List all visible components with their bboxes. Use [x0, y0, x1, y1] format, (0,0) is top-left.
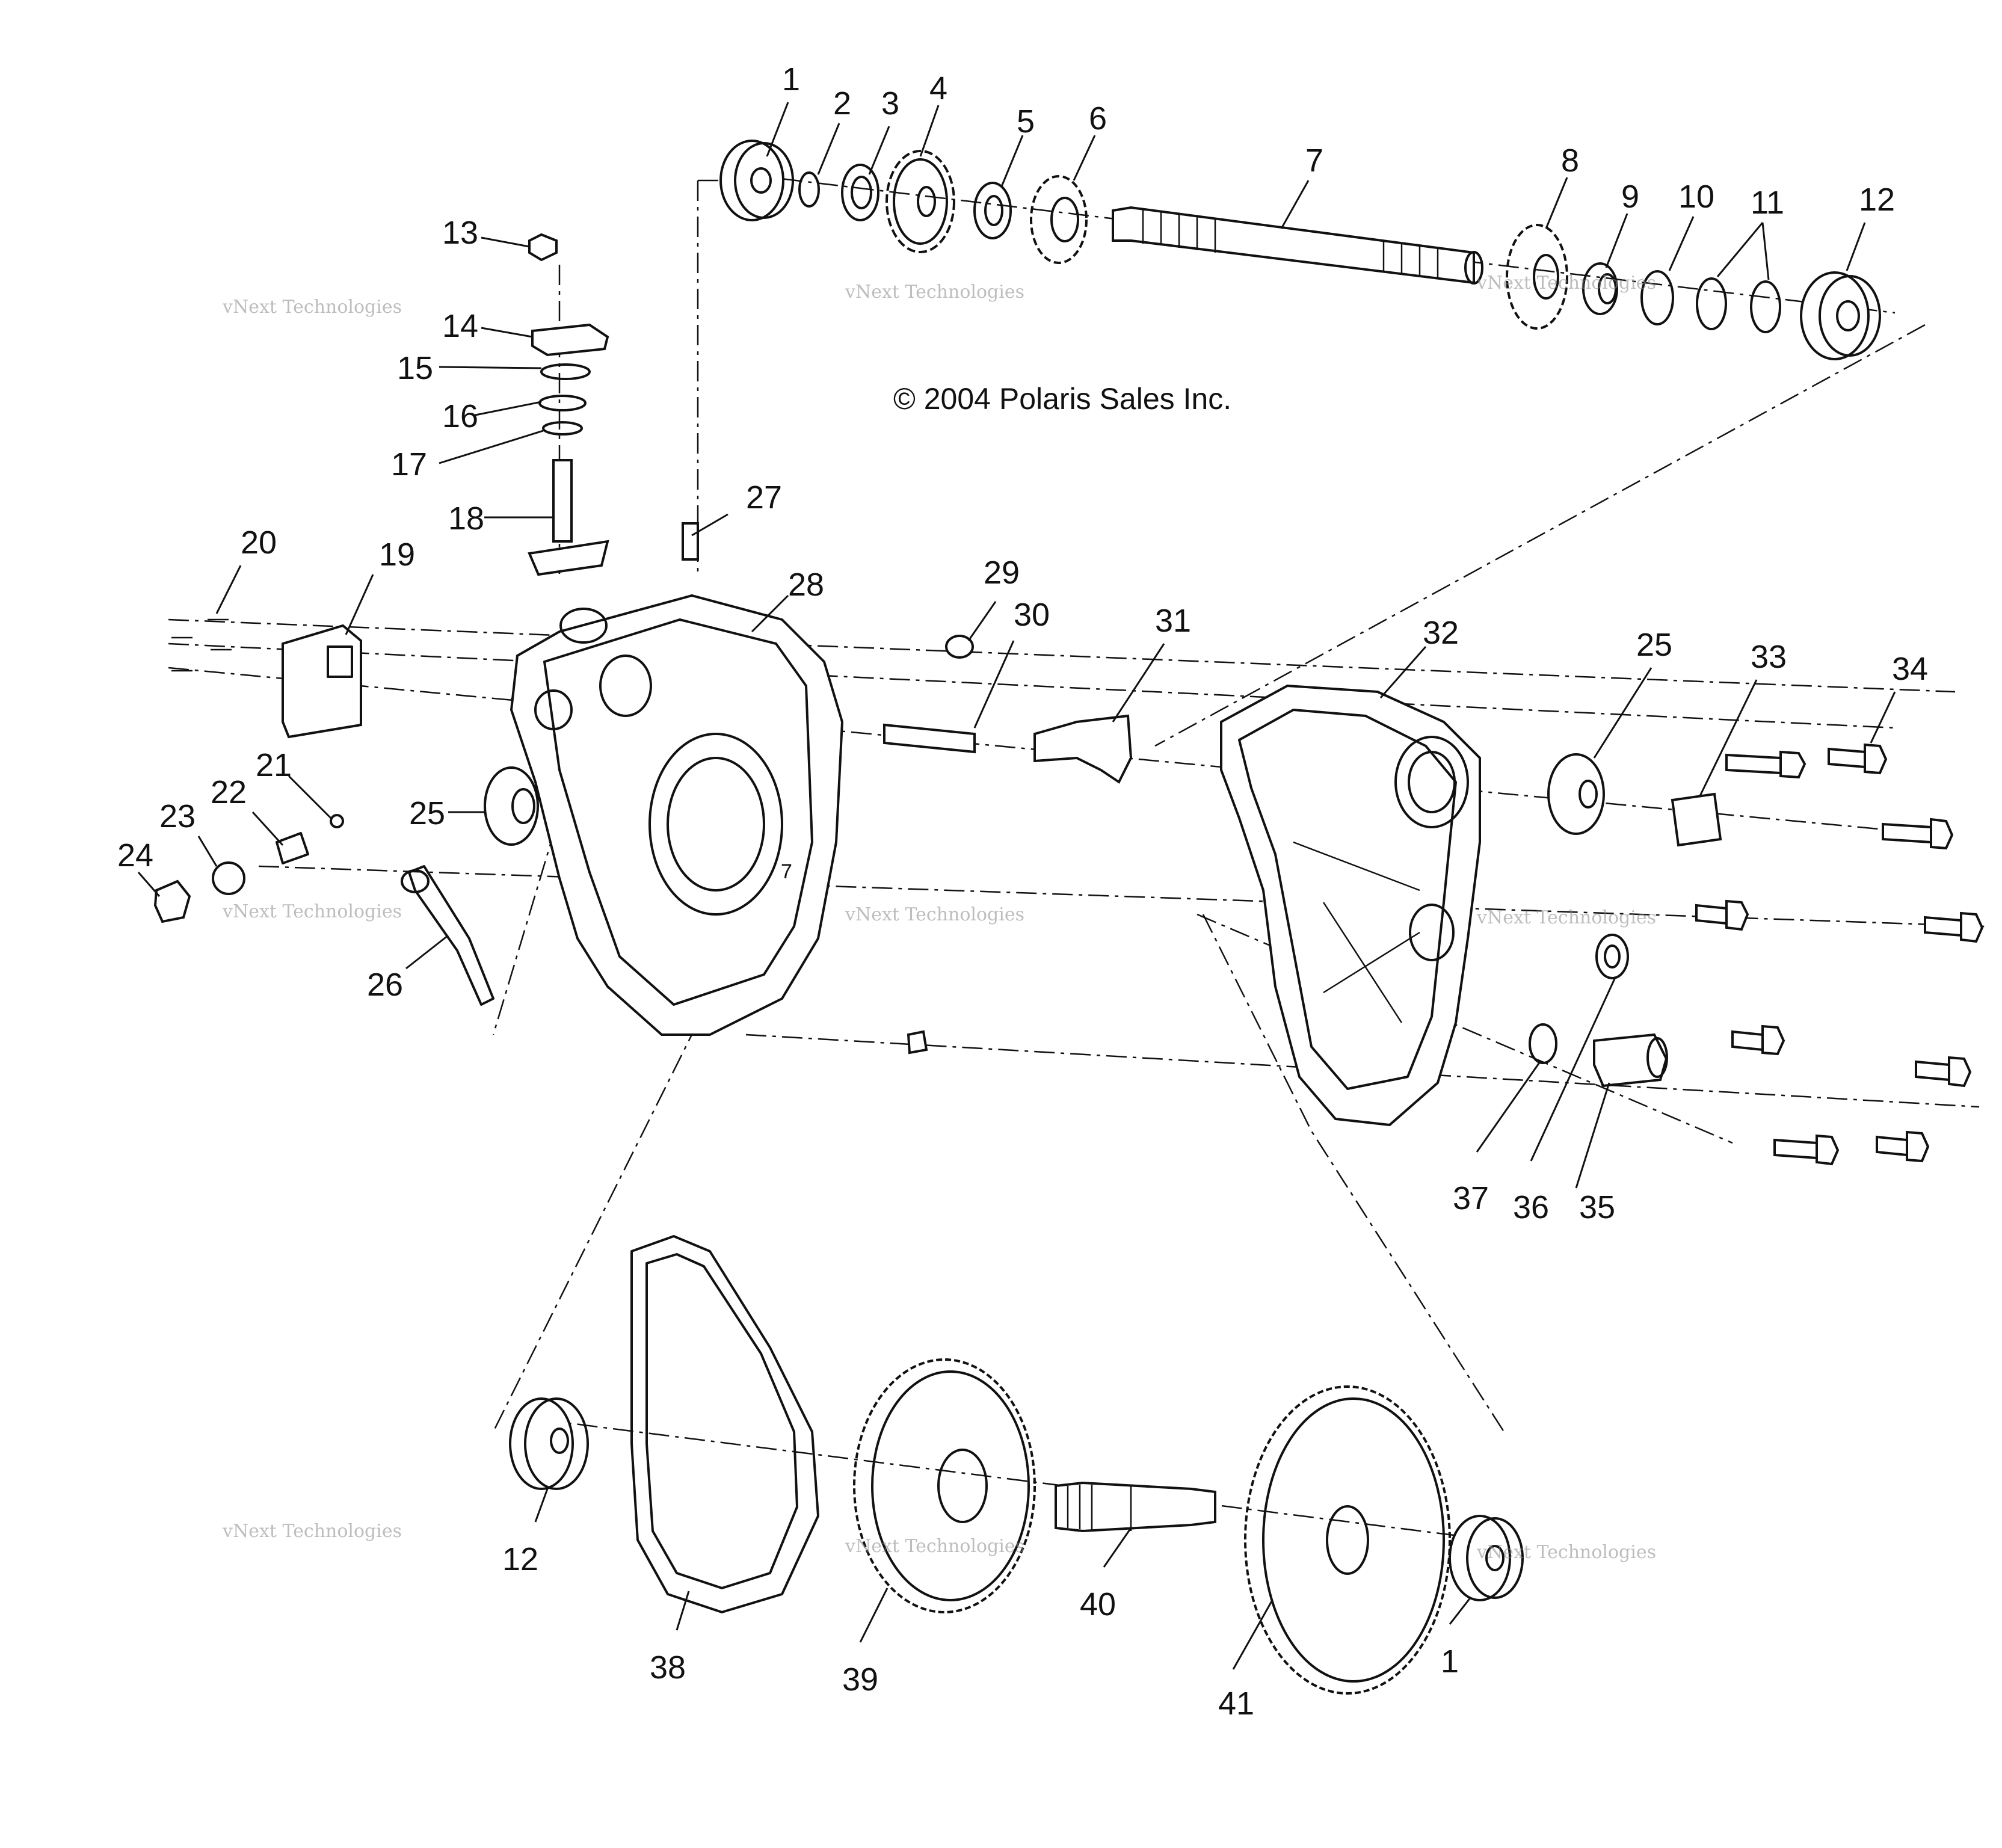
callout-30: 30 — [1014, 597, 1050, 633]
callout-5: 5 — [1017, 103, 1035, 140]
callout-18: 18 — [448, 500, 484, 537]
watermark: vNext Technologies — [845, 282, 1024, 303]
callout-26: 26 — [367, 967, 403, 1003]
callout-3: 3 — [881, 85, 899, 122]
watermark: vNext Technologies — [1476, 273, 1656, 294]
callout-38: 38 — [650, 1649, 686, 1686]
callout-21: 21 — [256, 747, 292, 783]
right-crankcase-half — [1220, 684, 1481, 1127]
watermark-text: vNext Technologies — [222, 297, 402, 318]
callout-14: 14 — [442, 308, 478, 344]
watermark-text: vNext Technologies — [845, 1536, 1024, 1557]
watermark: vNext Technologies — [222, 297, 402, 318]
copyright-notice: © 2004 Polaris Sales Inc. — [893, 382, 1231, 416]
watermark: vNext Technologies — [845, 1536, 1024, 1557]
callout-40: 40 — [1080, 1586, 1116, 1622]
callout-20: 20 — [241, 525, 277, 561]
callout-41: 41 — [1218, 1686, 1254, 1722]
callout-12b: 12 — [502, 1541, 538, 1577]
right-small-parts — [1529, 753, 1722, 1088]
callout-34: 34 — [1892, 651, 1928, 687]
callout-8: 8 — [1561, 143, 1579, 179]
callout-4: 4 — [929, 70, 947, 106]
callout-25a: 25 — [409, 795, 445, 831]
watermark: vNext Technologies — [845, 904, 1024, 925]
watermark-text: vNext Technologies — [222, 901, 402, 922]
watermark: vNext Technologies — [1476, 907, 1656, 928]
callout-7b: 7 — [781, 860, 792, 883]
callout-17: 17 — [391, 446, 427, 482]
callout-10: 10 — [1678, 179, 1714, 215]
shift-shaft-stack — [528, 233, 609, 576]
callout-39: 39 — [842, 1662, 878, 1698]
callout-1: 1 — [782, 61, 800, 97]
callout-28: 28 — [788, 567, 824, 603]
left-crankcase-half — [510, 594, 844, 1036]
watermark-text: vNext Technologies — [1476, 273, 1656, 294]
callout-labels: 1 2 3 4 5 6 7 8 9 10 11 12 13 14 15 16 1… — [117, 61, 1928, 1722]
watermark-text: vNext Technologies — [1476, 907, 1656, 928]
callout-35: 35 — [1579, 1189, 1615, 1225]
watermark-text: vNext Technologies — [222, 1521, 402, 1542]
callout-6: 6 — [1089, 100, 1107, 137]
callout-24: 24 — [117, 837, 153, 873]
callout-33: 33 — [1751, 639, 1787, 675]
bottom-drive-assembly — [509, 1235, 1524, 1695]
callout-25b: 25 — [1636, 627, 1672, 663]
callout-31: 31 — [1155, 603, 1191, 639]
top-shaft-assembly — [719, 140, 1881, 360]
callout-37: 37 — [1453, 1180, 1489, 1216]
callout-7: 7 — [1305, 143, 1323, 179]
callout-15: 15 — [397, 350, 433, 386]
callout-1b: 1 — [1441, 1643, 1459, 1680]
callout-32: 32 — [1423, 615, 1459, 651]
callout-23: 23 — [159, 798, 196, 834]
watermark-text: vNext Technologies — [1476, 1542, 1656, 1563]
watermark-text: vNext Technologies — [845, 282, 1024, 303]
leader-lines — [137, 102, 1896, 1670]
assembly-axis-lines — [168, 173, 1986, 1541]
callout-29: 29 — [984, 555, 1020, 591]
watermark: vNext Technologies — [1476, 1542, 1656, 1563]
callout-27: 27 — [746, 479, 782, 516]
callout-11: 11 — [1751, 185, 1784, 221]
watermark: vNext Technologies — [222, 901, 402, 922]
left-small-parts — [153, 522, 699, 1006]
watermark-text: vNext Technologies — [845, 904, 1024, 925]
bolts — [1695, 743, 1984, 1166]
callout-16: 16 — [442, 398, 478, 434]
mid-parts — [883, 635, 1133, 1055]
callout-22: 22 — [211, 774, 247, 810]
callout-19: 19 — [379, 537, 415, 573]
callout-12: 12 — [1859, 182, 1895, 218]
watermarks: vNext Technologies vNext Technologies vN… — [222, 273, 1656, 1563]
callout-36: 36 — [1513, 1189, 1549, 1225]
callout-9: 9 — [1621, 179, 1639, 215]
callout-13: 13 — [442, 215, 478, 251]
callout-2: 2 — [833, 85, 851, 122]
watermark: vNext Technologies — [222, 1521, 402, 1542]
